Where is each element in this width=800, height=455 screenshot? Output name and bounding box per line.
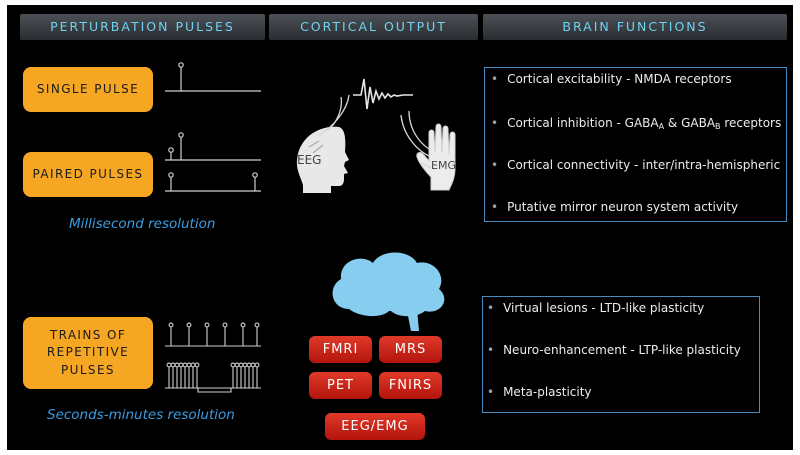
modality-pet: PET	[309, 372, 372, 399]
millisecond-resolution-label: Millisecond resolution	[69, 216, 216, 232]
trains-pulses-pill: TRAINS OF REPETITIVE PULSES	[23, 317, 153, 389]
functions-box-top	[484, 67, 787, 222]
header-cortical-output: CORTICAL OUTPUT	[269, 14, 478, 40]
function-virtual-lesions: •Virtual lesions - LTD-like plasticity	[487, 301, 705, 315]
brain-cloud-icon	[332, 252, 445, 331]
paired-pulses-waveform	[165, 132, 261, 192]
eeg-label: EEG	[297, 153, 322, 167]
hand-icon	[416, 123, 456, 191]
modality-mrs: MRS	[379, 336, 442, 363]
single-pulse-pill: SINGLE PULSE	[23, 67, 153, 112]
header-perturbation-pulses: PERTURBATION PULSES	[20, 14, 265, 40]
emg-label: EMG	[431, 159, 456, 172]
functions-box-bottom	[482, 296, 760, 413]
function-meta-plasticity: •Meta-plasticity	[487, 385, 592, 399]
function-neuro-enhancement: •Neuro-enhancement - LTP-like plasticity	[487, 343, 741, 357]
function-excitability: •Cortical excitability - NMDA receptors	[491, 72, 732, 86]
mep-waveform	[353, 78, 413, 110]
function-inhibition: •Cortical inhibition - GABAA & GABAB rec…	[491, 116, 782, 131]
seconds-minutes-resolution-label: Seconds-minutes resolution	[47, 407, 235, 423]
header-brain-functions: BRAIN FUNCTIONS	[483, 14, 787, 40]
single-pulse-waveform	[165, 62, 261, 92]
eeg-head-emg-hand-illustration	[296, 78, 456, 193]
diagram-canvas: PERTURBATION PULSES CORTICAL OUTPUT BRAI…	[7, 5, 793, 450]
head-icon	[296, 126, 349, 193]
modality-fnirs: FNIRS	[379, 372, 442, 399]
trains-waveform	[165, 322, 261, 393]
paired-pulses-pill: PAIRED PULSES	[23, 152, 153, 197]
modality-eeg-emg: EEG/EMG	[325, 413, 425, 440]
function-connectivity: •Cortical connectivity - inter/intra-hem…	[491, 158, 781, 172]
function-mirror-neuron: •Putative mirror neuron system activity	[491, 200, 739, 214]
modality-fmri: FMRI	[309, 336, 372, 363]
